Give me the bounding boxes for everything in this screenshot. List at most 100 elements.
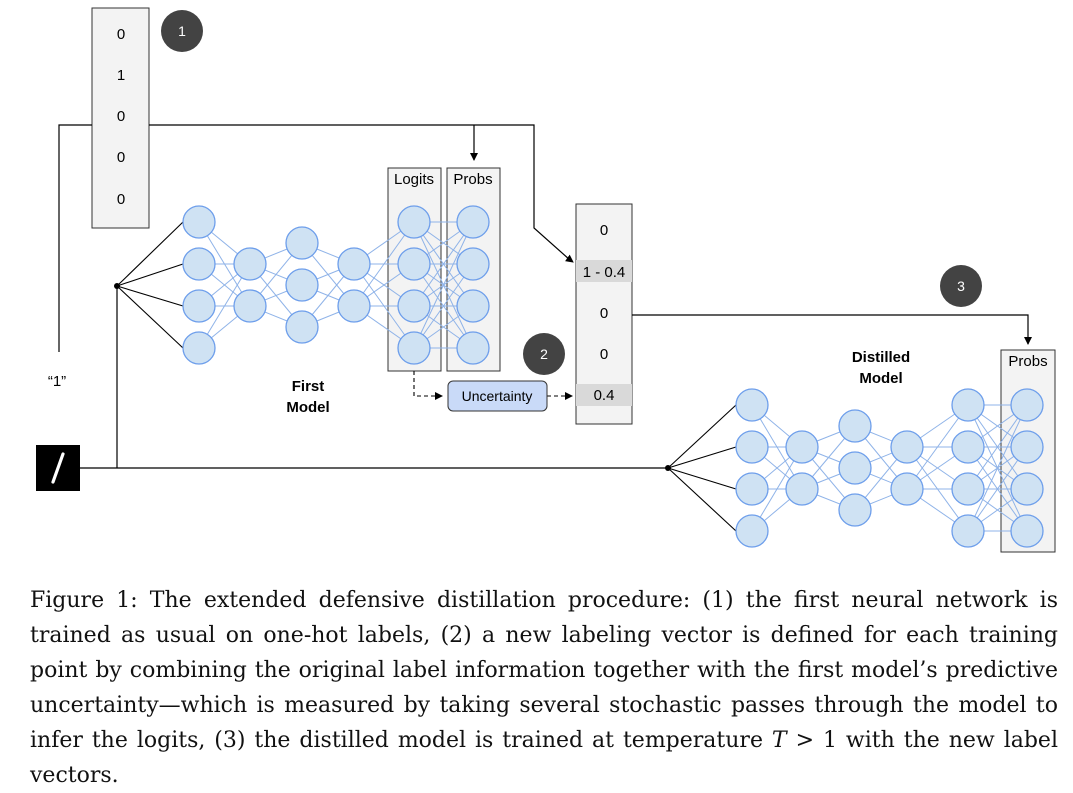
- network-edge: [413, 221, 474, 307]
- onehot-value: 0: [117, 108, 125, 125]
- first-net-input-junction: [114, 283, 120, 289]
- neuron-node: [285, 310, 319, 344]
- neuron-node: [1010, 430, 1044, 464]
- caption-suffix: with the new label vectors.: [30, 728, 1058, 788]
- input-edge: [116, 285, 184, 349]
- neuron-node: [182, 331, 216, 365]
- network-edge: [967, 404, 1028, 490]
- neuron-node: [735, 388, 769, 422]
- onehot-label-box: [91, 7, 150, 229]
- neuron-node: [337, 289, 371, 323]
- neuron-node: [182, 205, 216, 239]
- input-edge: [116, 263, 184, 287]
- uncertainty-box: [447, 380, 548, 412]
- distilled-net-input-junction: [665, 465, 671, 471]
- step-badge-3: [940, 265, 982, 307]
- neuron-node: [1010, 472, 1044, 506]
- neuron-node: [233, 247, 267, 281]
- neuron-node: [397, 205, 431, 239]
- neuron-node: [182, 247, 216, 281]
- neuron-node: [735, 430, 769, 464]
- input-edge: [667, 467, 737, 532]
- network-edge: [967, 404, 1028, 532]
- distillation-diagram: Logits Probs Probs 0 1 0 0 0 1 0 1 - 0.4…: [36, 7, 1056, 553]
- logits-to-uncertainty-arrow: [413, 371, 443, 400]
- onehot-to-newlabel-arrow: [564, 254, 574, 263]
- new-label-value: 1 - 0.4: [583, 264, 626, 281]
- new-label-highlight-1: [576, 260, 632, 282]
- input-label: “1”: [48, 373, 66, 390]
- step-badge-2: [523, 333, 565, 375]
- onehot-value: 1: [117, 67, 125, 84]
- neuron-node: [785, 472, 819, 506]
- neuron-node: [951, 514, 985, 548]
- neuron-node: [456, 331, 490, 365]
- newlabel-to-distilled-arrow: [632, 314, 1032, 345]
- neuron-node: [456, 247, 490, 281]
- neuron-node: [397, 247, 431, 281]
- onehot-value: 0: [117, 149, 125, 166]
- caption-text: The extended defensive distillation proc…: [30, 588, 1058, 753]
- neuron-node: [397, 331, 431, 365]
- step-badge-1: [161, 10, 203, 52]
- uncertainty-label: Uncertainty: [462, 388, 533, 404]
- onehot-label-values: 0 1 0 0 0: [117, 26, 125, 208]
- neuron-node: [1010, 514, 1044, 548]
- new-label-highlight-2: [576, 384, 632, 406]
- neuron-node: [1010, 388, 1044, 422]
- neuron-node: [735, 514, 769, 548]
- neuron-node: [890, 472, 924, 506]
- neuron-node: [890, 430, 924, 464]
- label-connector-right: [149, 124, 571, 261]
- neuron-node: [951, 472, 985, 506]
- step-badge-2-label: 2: [540, 346, 548, 362]
- neuron-node: [735, 472, 769, 506]
- network-edge: [906, 404, 969, 490]
- figure-caption: Figure 1: The extended defensive distill…: [30, 583, 1058, 793]
- neuron-node: [285, 226, 319, 260]
- first-model-title-1: First: [292, 378, 325, 395]
- first-model-title-2: Model: [286, 399, 329, 416]
- input-edge: [116, 285, 184, 307]
- neuron-node: [233, 289, 267, 323]
- neuron-node: [456, 205, 490, 239]
- input-edge: [667, 446, 737, 469]
- neuron-node: [838, 451, 872, 485]
- first-network: [182, 205, 490, 365]
- neuron-node: [337, 247, 371, 281]
- network-edge: [353, 221, 415, 307]
- step-badge-1-label: 1: [178, 23, 186, 39]
- neuron-node: [785, 430, 819, 464]
- caption-math-T: T: [771, 728, 787, 753]
- new-label-value: 0.4: [594, 387, 615, 404]
- neuron-node: [838, 409, 872, 443]
- label-connector-left: [58, 124, 92, 352]
- distilled-network: [735, 388, 1044, 548]
- digit-stroke: [51, 452, 65, 484]
- onehot-value: 0: [117, 191, 125, 208]
- distilled-model-title-2: Model: [859, 370, 902, 387]
- distilled-probs-label: Probs: [1008, 353, 1047, 370]
- logits-label: Logits: [394, 171, 434, 188]
- network-edge: [413, 221, 474, 349]
- input-edge: [667, 404, 737, 469]
- first-probs-label: Probs: [453, 171, 492, 188]
- neuron-node: [397, 289, 431, 323]
- new-label-value: 0: [600, 305, 608, 322]
- input-edge: [116, 221, 184, 287]
- distilled-model-title-1: Distilled: [852, 349, 910, 366]
- network-edge: [967, 446, 1028, 532]
- neuron-node: [838, 493, 872, 527]
- network-edge: [413, 263, 474, 349]
- new-label-value: 0: [600, 346, 608, 363]
- onehot-value: 0: [117, 26, 125, 43]
- neuron-node: [951, 388, 985, 422]
- input-edge: [667, 467, 737, 490]
- caption-math-rel: > 1: [786, 728, 837, 753]
- neuron-node: [456, 289, 490, 323]
- step-badge-3-label: 3: [957, 278, 965, 294]
- new-label-value: 0: [600, 222, 608, 239]
- caption-prefix: Figure 1:: [30, 588, 138, 613]
- neuron-node: [285, 268, 319, 302]
- neuron-node: [951, 430, 985, 464]
